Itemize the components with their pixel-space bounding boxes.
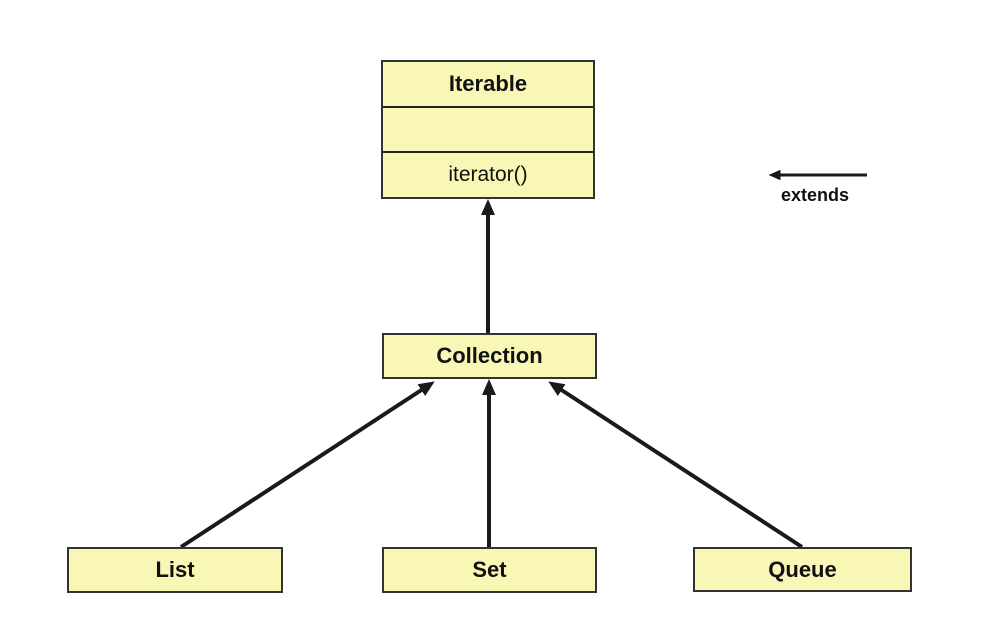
class-name-set: Set <box>472 557 507 582</box>
class-name-queue: Queue <box>768 556 837 582</box>
class-box-collection: Collection <box>382 333 597 379</box>
class-box-list: List <box>67 547 283 593</box>
class-fields-iterable <box>383 106 593 151</box>
class-name-list: List <box>155 557 195 582</box>
class-name-collection: Collection <box>436 343 543 368</box>
class-name-iterable: Iterable <box>448 71 528 96</box>
class-box-queue: Queue <box>693 547 912 592</box>
class-box-iterable: Iterable iterator() <box>381 60 595 199</box>
edge-queue-extends-collection <box>548 381 804 549</box>
class-box-set: Set <box>382 547 597 593</box>
edge-list-extends-collection <box>179 381 435 549</box>
class-methods-iterable: iterator() <box>383 151 593 197</box>
legend-extends-label: extends <box>780 185 850 205</box>
